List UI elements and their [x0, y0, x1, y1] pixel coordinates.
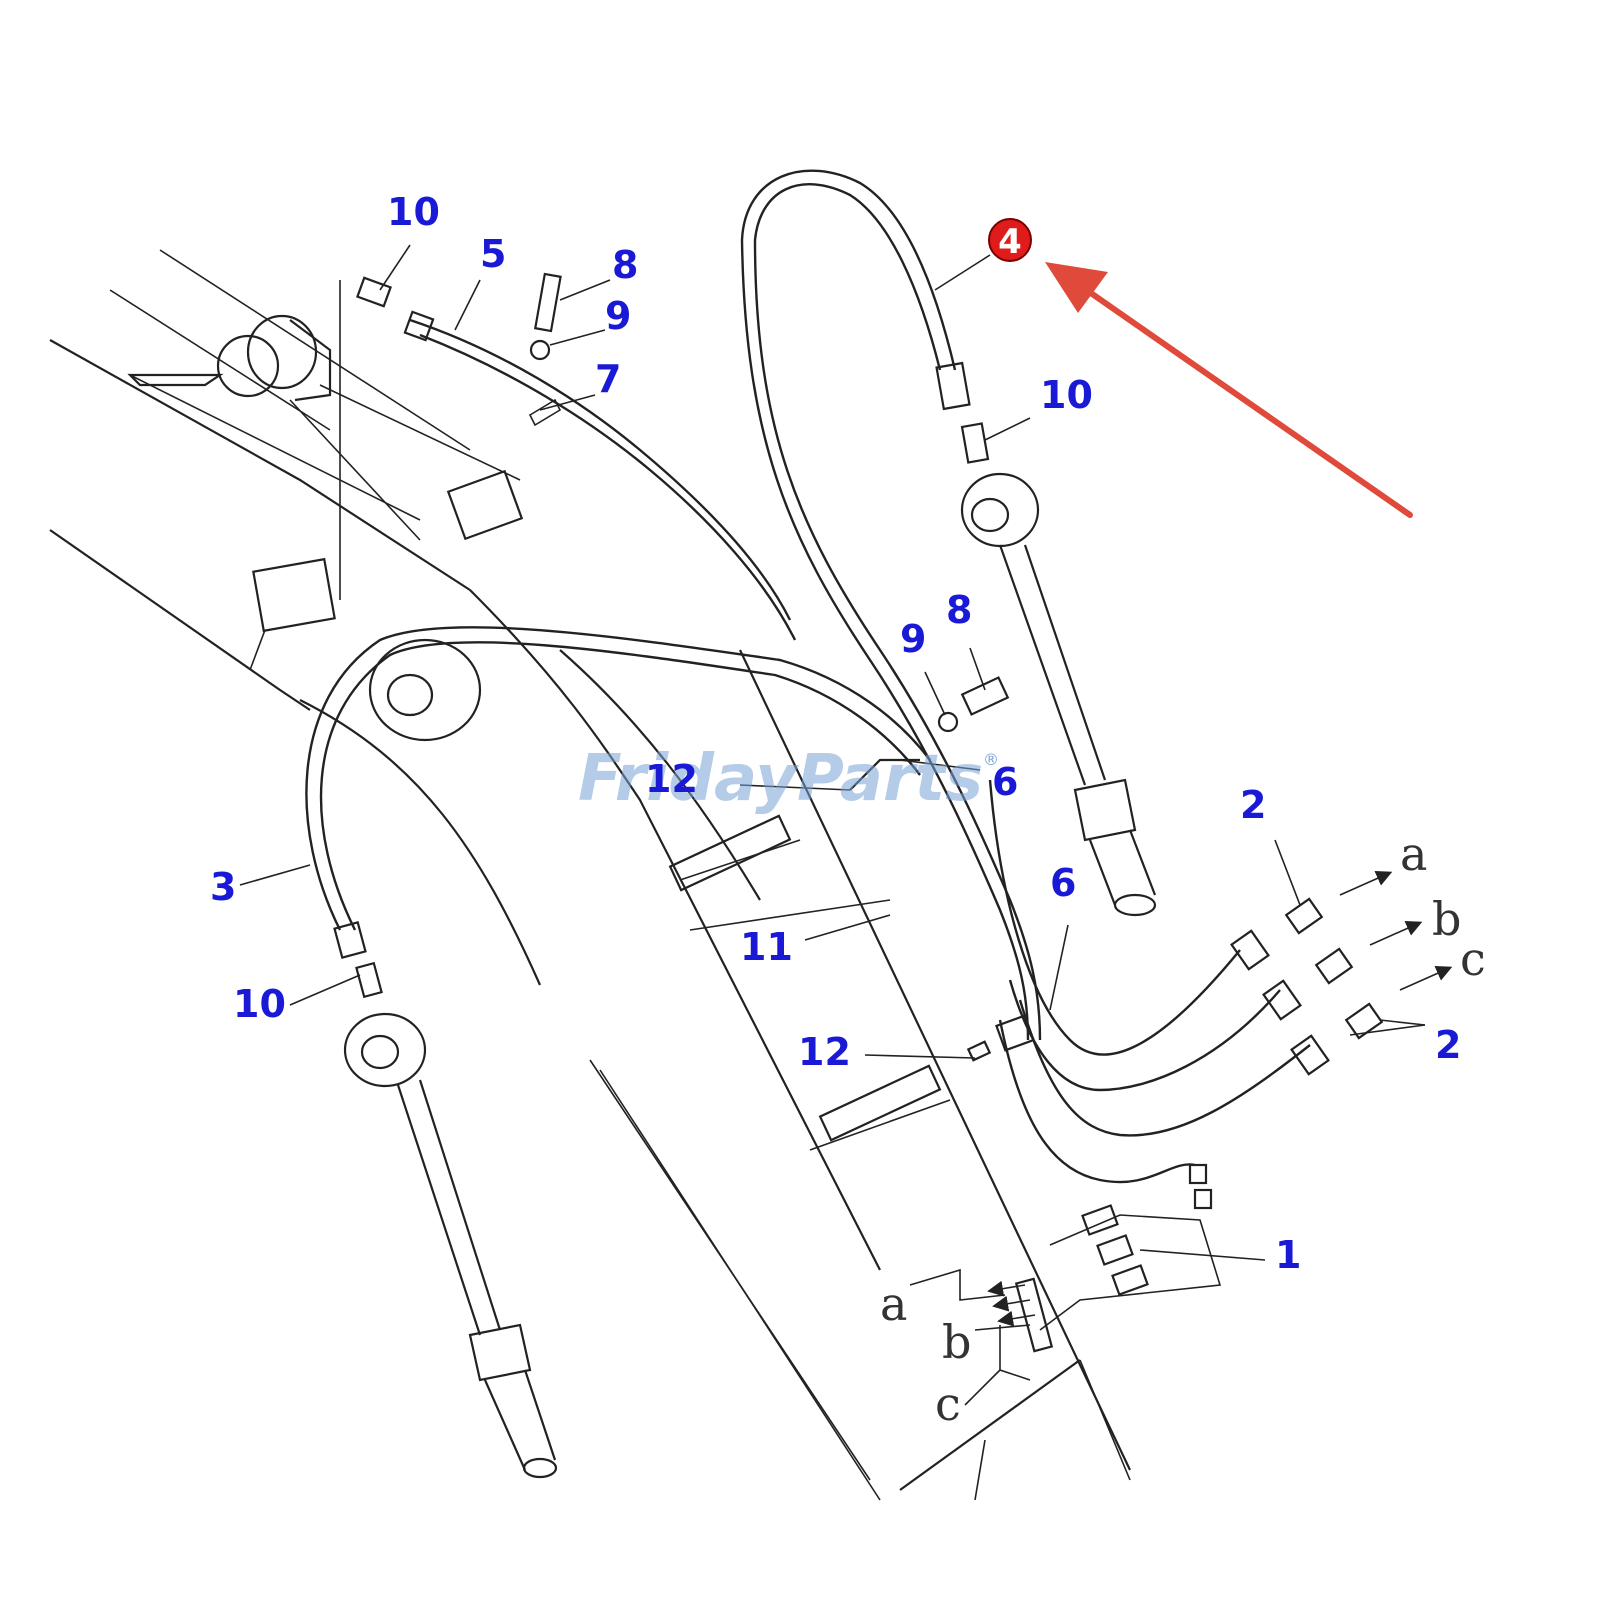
part-label: 8	[946, 588, 972, 632]
hose-3	[305, 626, 931, 999]
left-cylinder	[343, 1012, 558, 1479]
port-letter: c	[1460, 932, 1486, 986]
port-arrows-bottom	[987, 1280, 1036, 1327]
pivot-bracket	[127, 280, 524, 671]
part-label: 7	[595, 357, 621, 401]
port-letters-bottom: a b c	[880, 1277, 971, 1431]
part-labels: 10 5 8 9 7 10 9 8 12 6 2 3 6 11 10 12 2 …	[210, 190, 1461, 1277]
brackets-11	[668, 814, 992, 1142]
part-label: 3	[210, 865, 236, 909]
watermark: FridayParts	[578, 742, 983, 816]
port-letter: a	[880, 1277, 907, 1331]
part-label: 6	[992, 760, 1018, 804]
part-label: 10	[387, 190, 440, 234]
part-label: 9	[900, 617, 926, 661]
red-pointer-arrow-shaft	[1072, 279, 1413, 518]
part-label: 11	[740, 925, 793, 969]
highlight-label: 4	[998, 222, 1022, 262]
port-letter: a	[1400, 827, 1427, 881]
hose-bundle	[988, 779, 1384, 1210]
port-letters-right: a b c	[1400, 827, 1486, 986]
highlight-part-4: 4	[988, 218, 1413, 518]
part-label: 2	[1240, 783, 1266, 827]
part-label: 12	[645, 757, 698, 801]
red-pointer-arrow-head	[1045, 262, 1108, 313]
part-label: 9	[605, 294, 631, 338]
part-label: 8	[612, 243, 638, 287]
port-letter: b	[1432, 892, 1461, 946]
part-label: 10	[233, 982, 286, 1026]
part-label: 10	[1040, 373, 1093, 417]
boom-outline	[49, 249, 1131, 1501]
clamp-6-upper	[849, 676, 1010, 791]
port-block	[999, 1204, 1222, 1381]
part-label: 12	[798, 1030, 851, 1074]
watermark-registered-mark: ®	[983, 750, 999, 769]
port-arrows-right	[1339, 870, 1453, 991]
highlight-badge	[988, 218, 1032, 262]
part-label: 6	[1050, 861, 1076, 905]
right-cylinder	[960, 472, 1157, 917]
port-letter: b	[942, 1315, 971, 1369]
hose-4	[740, 169, 1042, 1041]
part-label: 5	[480, 232, 506, 276]
hose-5-assembly	[356, 272, 797, 641]
part-label: 2	[1435, 1023, 1461, 1067]
port-letter: c	[935, 1377, 961, 1431]
leader-lines	[239, 244, 1426, 1406]
part-label: 1	[1275, 1233, 1301, 1277]
